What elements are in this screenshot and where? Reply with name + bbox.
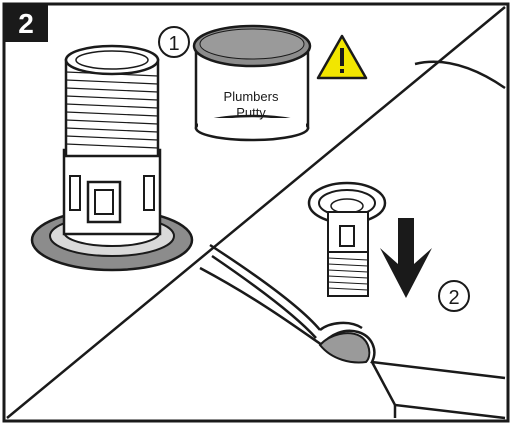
callout-1-circle xyxy=(158,26,190,58)
callout-1-label: 1 xyxy=(168,33,179,55)
step-number: 2 xyxy=(18,8,34,39)
step-badge xyxy=(4,4,48,42)
callout-2-label: 2 xyxy=(448,287,459,309)
putty-can: Plumbers Putty xyxy=(192,24,312,142)
putty-can-label-line2: Putty xyxy=(236,105,266,120)
down-arrow-icon xyxy=(380,218,432,298)
drain-fitting-large xyxy=(30,44,194,272)
putty-can-label-line1: Plumbers xyxy=(224,89,279,104)
callout-2-circle xyxy=(438,280,470,312)
drain-hole xyxy=(318,332,371,364)
diagonal-divider xyxy=(6,6,506,419)
warning-triangle-icon xyxy=(316,34,368,80)
drain-fitting-small xyxy=(307,181,387,297)
